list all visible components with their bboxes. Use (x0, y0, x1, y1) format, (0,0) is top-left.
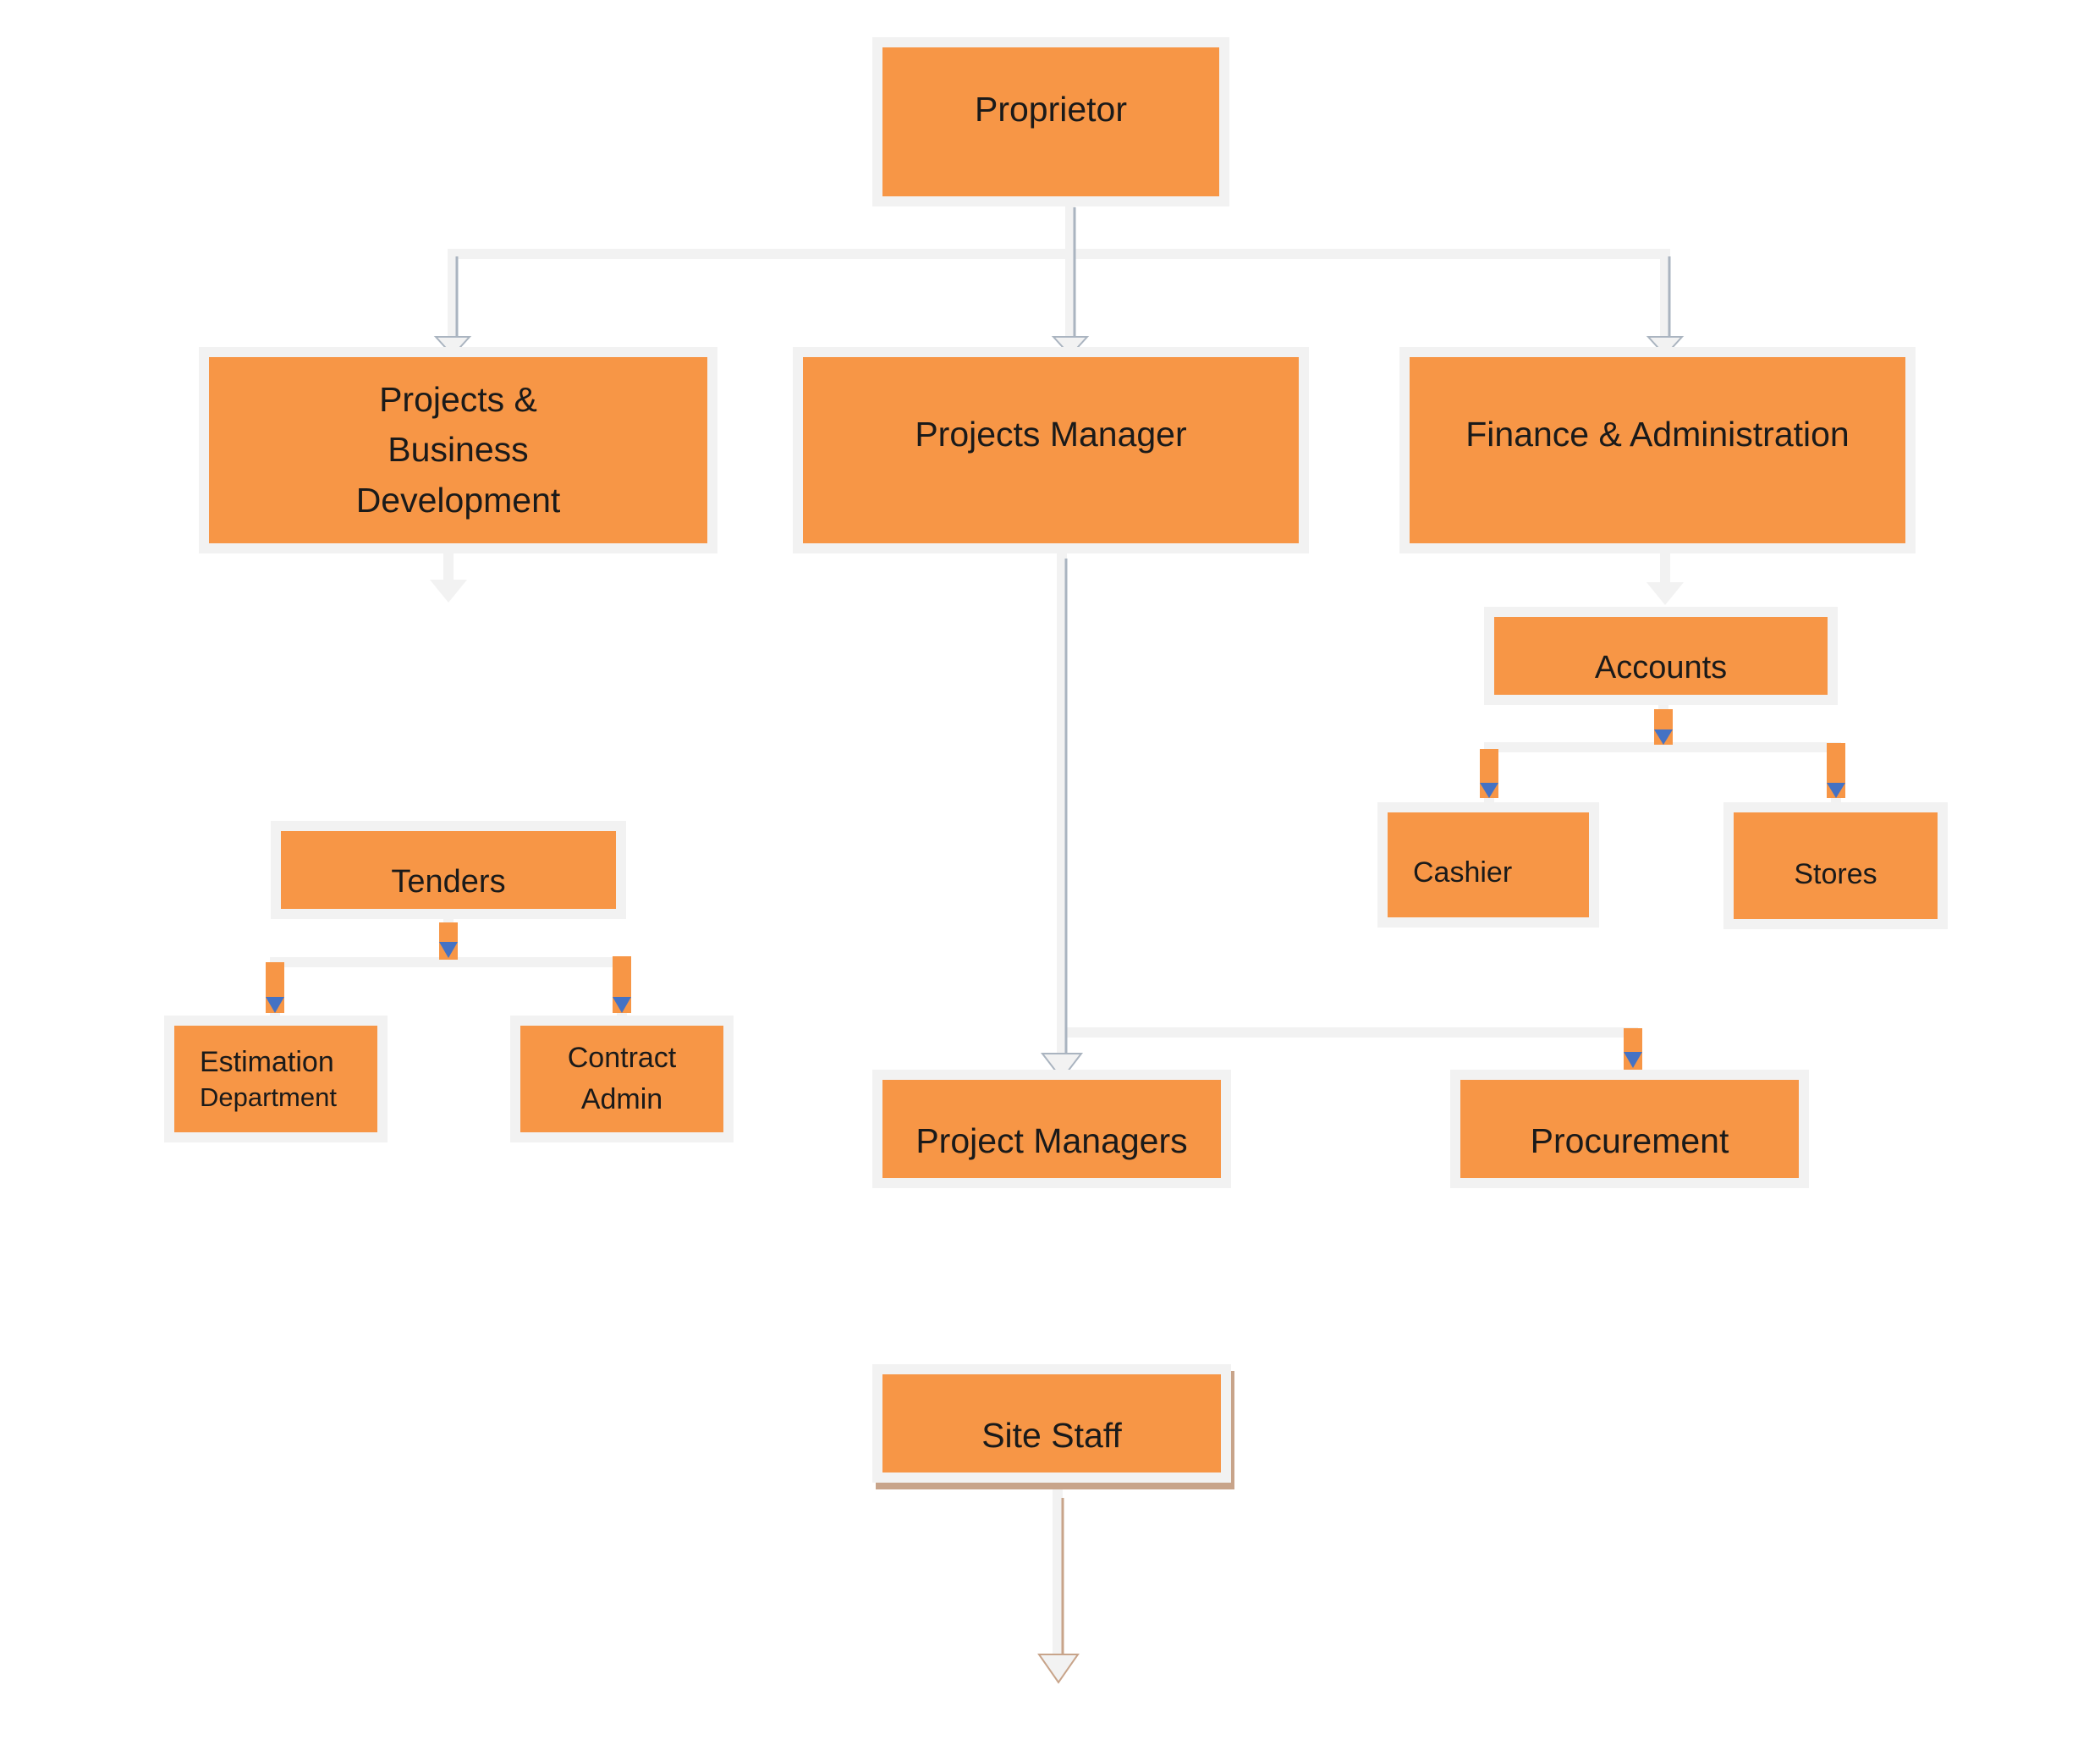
node-finance-administration: Finance & Administration (1399, 347, 1916, 553)
node-projects-manager: Projects Manager (793, 347, 1309, 553)
arrow-head-accounts (1646, 582, 1684, 605)
arrow-head-projects-manager (1051, 336, 1090, 357)
node-estimation-line-2: Department (200, 1082, 337, 1112)
node-estimation-line-1: Estimation (200, 1045, 334, 1078)
node-contract-admin: Contract Admin (510, 1016, 734, 1142)
node-projects-manager-label: Projects Manager (915, 415, 1187, 454)
node-contract-admin-line-2: Admin (580, 1083, 663, 1115)
node-project-managers: Project Managers (872, 1070, 1231, 1188)
node-finance-administration-label: Finance & Administration (1465, 415, 1850, 454)
node-procurement-label: Procurement (1530, 1120, 1729, 1160)
node-tenders-label: Tenders (391, 863, 506, 900)
small-connector-markers (266, 709, 1845, 1071)
node-project-managers-label: Project Managers (915, 1120, 1188, 1160)
arrow-head-projects-bd-down (430, 580, 467, 603)
node-accounts-label: Accounts (1594, 649, 1728, 685)
arrow-head-projects-bd (433, 336, 472, 357)
node-cashier-label: Cashier (1413, 856, 1513, 889)
arrow-head-finance (1646, 336, 1685, 357)
arrow-head-site-staff (1037, 1654, 1080, 1684)
node-projects-bd-line-3: Development (355, 480, 561, 520)
arrow-head-project-managers (1040, 1053, 1084, 1081)
node-proprietor-label: Proprietor (974, 90, 1127, 129)
node-site-staff-label: Site Staff (981, 1415, 1122, 1455)
node-estimation-department: Estimation Department (164, 1016, 388, 1142)
node-proprietor: Proprietor (872, 37, 1229, 206)
node-tenders: Tenders (271, 821, 626, 919)
node-site-staff: Site Staff (872, 1364, 1231, 1483)
node-cashier: Cashier (1377, 802, 1599, 928)
node-stores-label: Stores (1794, 857, 1877, 890)
node-projects-business-development: Projects & Business Development (199, 347, 717, 553)
node-projects-bd-line-2: Business (388, 430, 529, 470)
node-stores: Stores (1723, 802, 1948, 929)
node-procurement: Procurement (1450, 1070, 1809, 1188)
node-contract-admin-line-1: Contract (567, 1041, 677, 1074)
node-projects-bd-line-1: Projects & (379, 379, 537, 419)
node-accounts: Accounts (1484, 607, 1838, 705)
